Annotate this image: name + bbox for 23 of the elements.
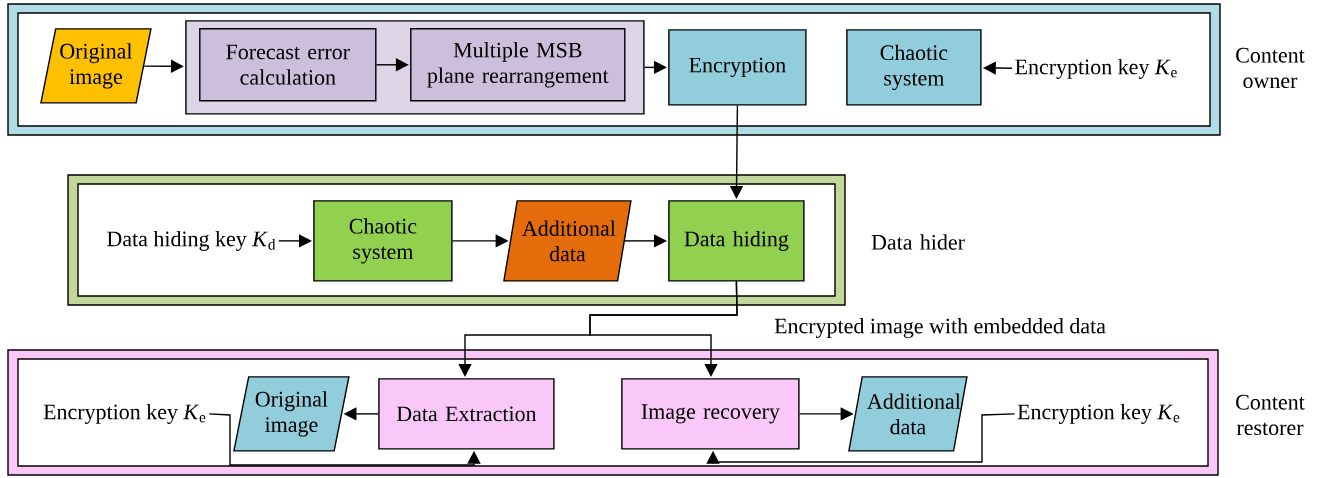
- panel-label: Content owner: [1236, 47, 1305, 89]
- data-parallelogram: Original image: [40, 28, 152, 104]
- arrow: [143, 59, 184, 73]
- arrow: [706, 413, 1016, 465]
- key-text: Encryption key K$_{e}$: [1017, 403, 1180, 424]
- process-box: Forecast error calculation: [199, 28, 377, 102]
- process-box: Data Extraction: [378, 378, 555, 450]
- process-box: Chaotic system: [313, 200, 453, 282]
- key-text: Encryption key K$_{e}$: [1015, 58, 1177, 79]
- process-box: Encryption: [668, 29, 807, 106]
- process-box: Image recovery: [621, 378, 800, 450]
- process-box: Multiple MSB plane rearrangement: [410, 28, 626, 102]
- panel-label: Content restorer: [1236, 394, 1305, 436]
- arrow: [278, 234, 312, 248]
- arrow: [589, 280, 738, 377]
- arrow: [208, 413, 481, 466]
- panel-label: Data hider: [871, 234, 965, 250]
- arrow: [624, 234, 667, 248]
- key-text: Encryption key K$_{e}$: [43, 403, 206, 424]
- process-box: Chaotic system: [846, 29, 982, 106]
- edge-label: Encrypted image with embedded data: [772, 316, 1108, 340]
- process-box: Data hiding: [668, 200, 805, 282]
- key-text: Data hiding key K$_{d}$: [107, 230, 276, 251]
